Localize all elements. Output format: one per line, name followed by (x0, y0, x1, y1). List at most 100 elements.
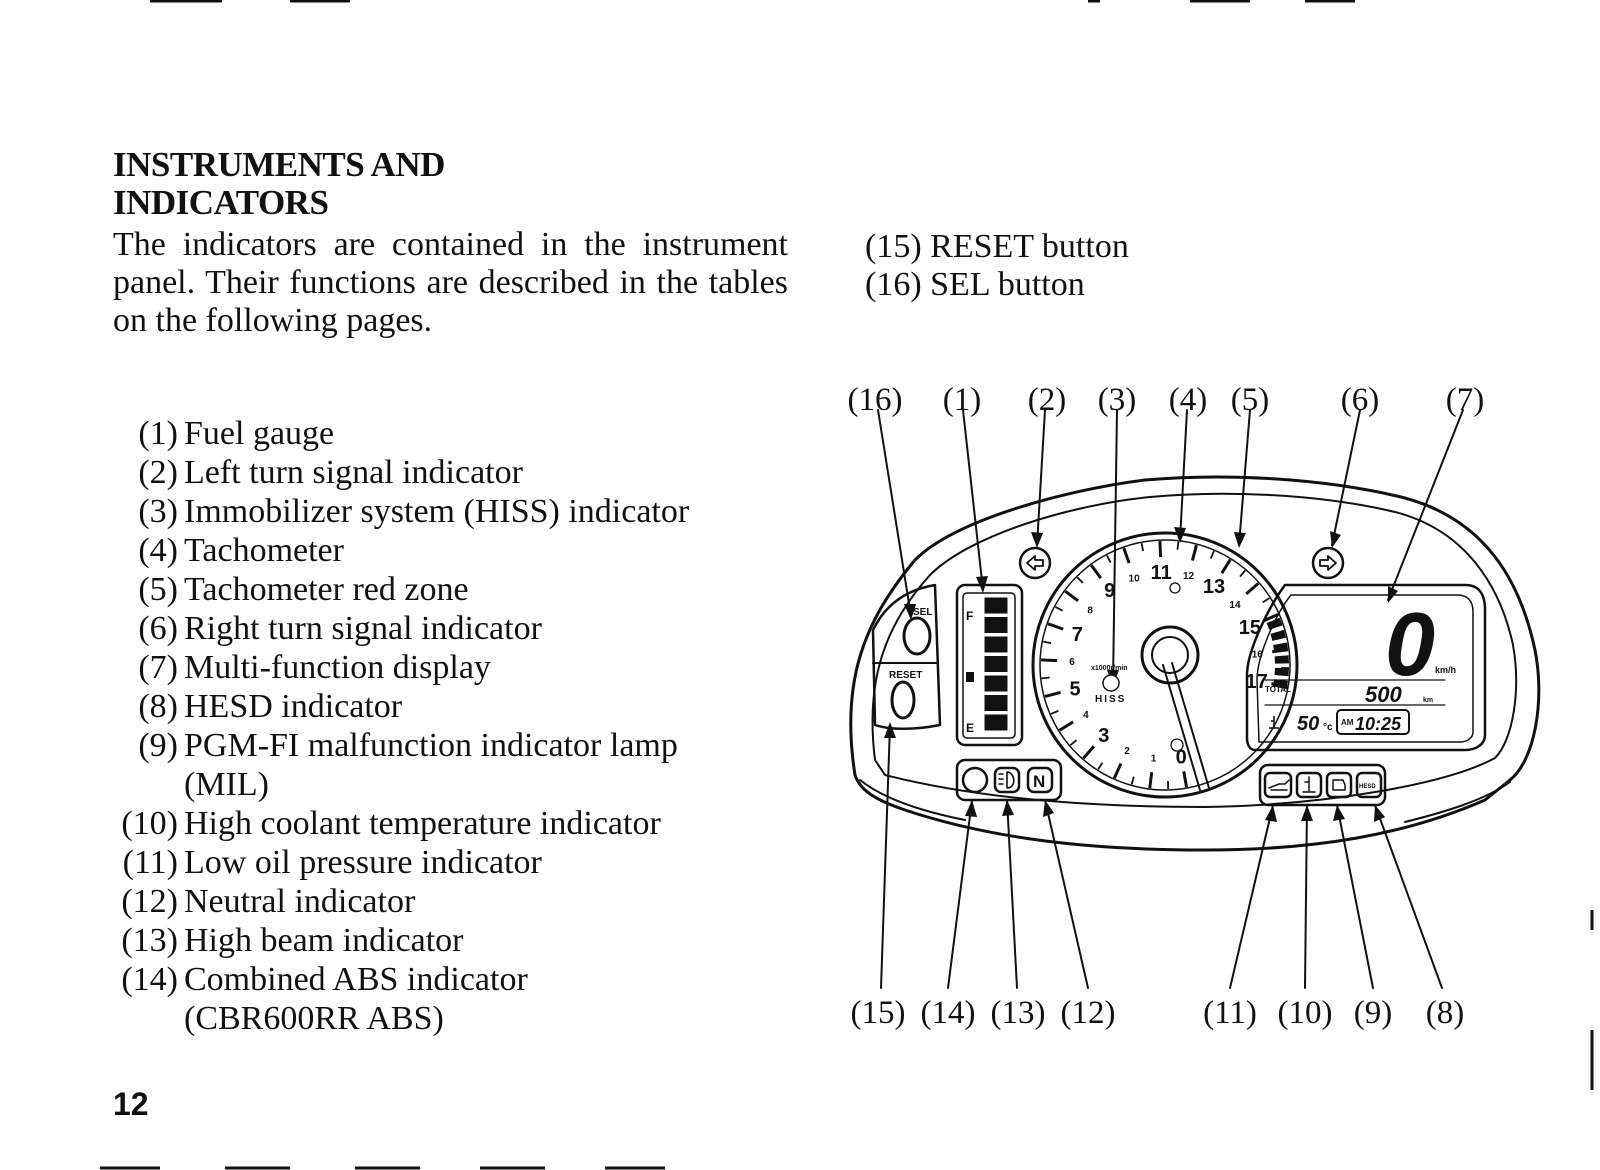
speed-readout: 0 (1385, 595, 1435, 695)
tachometer-tick (1076, 576, 1084, 584)
coolant-temp-unit: °c (1323, 722, 1333, 733)
indicator-list-text-line: Low oil pressure indicator (184, 844, 542, 881)
indicator-list-text: Tachometer (184, 531, 803, 570)
callout-label: (14) (921, 995, 976, 1031)
tachometer-label: 0 (1176, 747, 1187, 769)
list-item-reset-button: (15) RESET button (865, 228, 1129, 265)
reset-button[interactable] (890, 680, 916, 720)
pgm-fi-malfunction-indicator-icon (1325, 771, 1353, 799)
fuel-empty-mark: E (966, 721, 974, 735)
tachometer-label: 7 (1072, 624, 1083, 646)
tachometer-tick (1140, 543, 1144, 552)
tachometer-dial-outer (1031, 531, 1299, 799)
tachometer-tick (1122, 547, 1131, 564)
tachometer-red-zone-segment (1274, 667, 1289, 677)
tachometer-small-icon-bottom (1170, 738, 1184, 752)
right-indicator-cluster-frame (1258, 763, 1387, 807)
callout-label: (2) (1028, 382, 1066, 418)
tachometer-tick (1148, 771, 1154, 789)
tachometer-label: 10 (1129, 573, 1141, 584)
indicator-list-item: (11)Low oil pressure indicator (113, 843, 803, 882)
indicator-list-number: (9) (138, 727, 178, 764)
indicator-list-text-line: PGM-FI malfunction indicator lamp (184, 727, 678, 764)
indicator-list-text: Combined ABS indicator(CBR600RR ABS) (184, 960, 803, 1038)
section-heading: INSTRUMENTS AND INDICATORS (113, 146, 613, 222)
left-button-pod (871, 583, 942, 730)
indicator-list-number: (14) (121, 961, 178, 998)
tachometer-red-zone-segment (1266, 617, 1283, 630)
indicator-list-item: (10)High coolant temperature indicator (113, 804, 803, 843)
tachometer-label: 1 (1151, 753, 1157, 764)
high-coolant-temperature-indicator-icon (1295, 771, 1323, 799)
indicator-list-item: (9)PGM-FI malfunction indicator lamp(MIL… (113, 726, 803, 804)
reset-button-label: RESET (889, 670, 922, 681)
indicator-list-text: Immobilizer system (HISS) indicator (184, 492, 803, 531)
indicator-list-text: Left turn signal indicator (184, 453, 803, 492)
fuel-gauge-frame (955, 583, 1024, 747)
indicator-list-text: Right turn signal indicator (184, 609, 803, 648)
indicator-list-text-line: (CBR600RR ABS) (184, 1000, 444, 1037)
indicator-list-item: (5)Tachometer red zone (113, 570, 803, 609)
hiss-indicator-icon (1102, 674, 1120, 692)
indicator-list-text: Multi-function display (184, 648, 803, 687)
tachometer-label: 17 (1245, 671, 1267, 693)
left-indicator-cluster-frame (955, 758, 1063, 802)
coolant-temp-readout: 50 (1297, 713, 1319, 735)
indicator-list-number: (6) (138, 610, 178, 647)
callout-label: (5) (1231, 382, 1269, 418)
top-callouts: (16)(1)(2)(3)(4)(5)(6)(7) (848, 382, 1485, 418)
odometer-label: TOTAL (1265, 685, 1291, 694)
indicator-list-item: (2)Left turn signal indicator (113, 453, 803, 492)
tachometer-label: 16 (1252, 650, 1264, 661)
indicator-list: (1)Fuel gauge(2)Left turn signal indicat… (113, 414, 803, 1038)
tachometer-tick (1209, 550, 1215, 559)
indicator-list-text-line: (MIL) (184, 766, 269, 803)
tachometer-label: 8 (1087, 606, 1093, 617)
tachometer-label: 14 (1229, 600, 1241, 611)
callout-label: (15) (851, 995, 906, 1031)
indicator-list-text-line: High beam indicator (184, 922, 464, 959)
high-beam-indicator-icon (993, 766, 1021, 794)
combined-abs-indicator-icon (961, 766, 989, 794)
tachometer-scale-label: x1000r/min (1091, 665, 1128, 672)
clock-ampm: AM (1341, 718, 1354, 727)
indicator-list-number: (5) (138, 571, 178, 608)
fuel-gauge-segment (984, 695, 1008, 711)
indicator-list-text-line: Combined ABS indicator (184, 961, 528, 998)
list-item-sel-button: (16) SEL button (865, 266, 1085, 303)
tachometer-tick (1130, 776, 1135, 785)
indicator-list-number: (1) (138, 415, 178, 452)
tachometer-dial-inner (1039, 539, 1291, 791)
panel-housing-outer (849, 475, 1541, 852)
indicator-list-number: (7) (138, 649, 178, 686)
intro-paragraph: The indicators are contained in the inst… (113, 226, 788, 339)
tachometer-tick (1055, 606, 1063, 612)
indicator-list-text-line: Fuel gauge (184, 415, 335, 452)
indicator-list-text-line: High coolant temperature indicator (184, 805, 661, 842)
callout-label: (13) (991, 995, 1046, 1031)
bottom-leader-lines (880, 724, 1443, 989)
instrument-panel-diagram: F E SEL RESET 12345678910111213141516170… (848, 382, 1541, 1031)
tachometer-label: 3 (1098, 725, 1109, 747)
indicator-list-text: HESD indicator (184, 687, 803, 726)
tachometer-label: 12 (1183, 571, 1195, 582)
indicator-list-text-line: Tachometer red zone (184, 571, 469, 608)
tachometer-tick (1047, 622, 1064, 631)
section-heading-line2: INDICATORS (113, 183, 329, 222)
tachometer-tick (1082, 745, 1096, 760)
tachometer-label: 9 (1104, 580, 1115, 602)
indicator-list-text: Fuel gauge (184, 414, 803, 453)
right-turn-signal-icon (1311, 546, 1345, 580)
indicator-list-item: (1)Fuel gauge (113, 414, 803, 453)
indicator-list-text-line: HESD indicator (184, 688, 403, 725)
page-number: 12 (113, 1086, 149, 1122)
callout-label: (3) (1098, 382, 1136, 418)
tachometer-hub-outer (1140, 625, 1200, 685)
tachometer-tick (1090, 564, 1103, 580)
indicator-list-text-line: Left turn signal indicator (184, 454, 523, 491)
indicator-list-text: High coolant temperature indicator (184, 804, 803, 843)
sel-button[interactable] (902, 616, 932, 656)
tachometer-tick (1106, 555, 1112, 563)
tachometer-tick (1050, 709, 1059, 715)
